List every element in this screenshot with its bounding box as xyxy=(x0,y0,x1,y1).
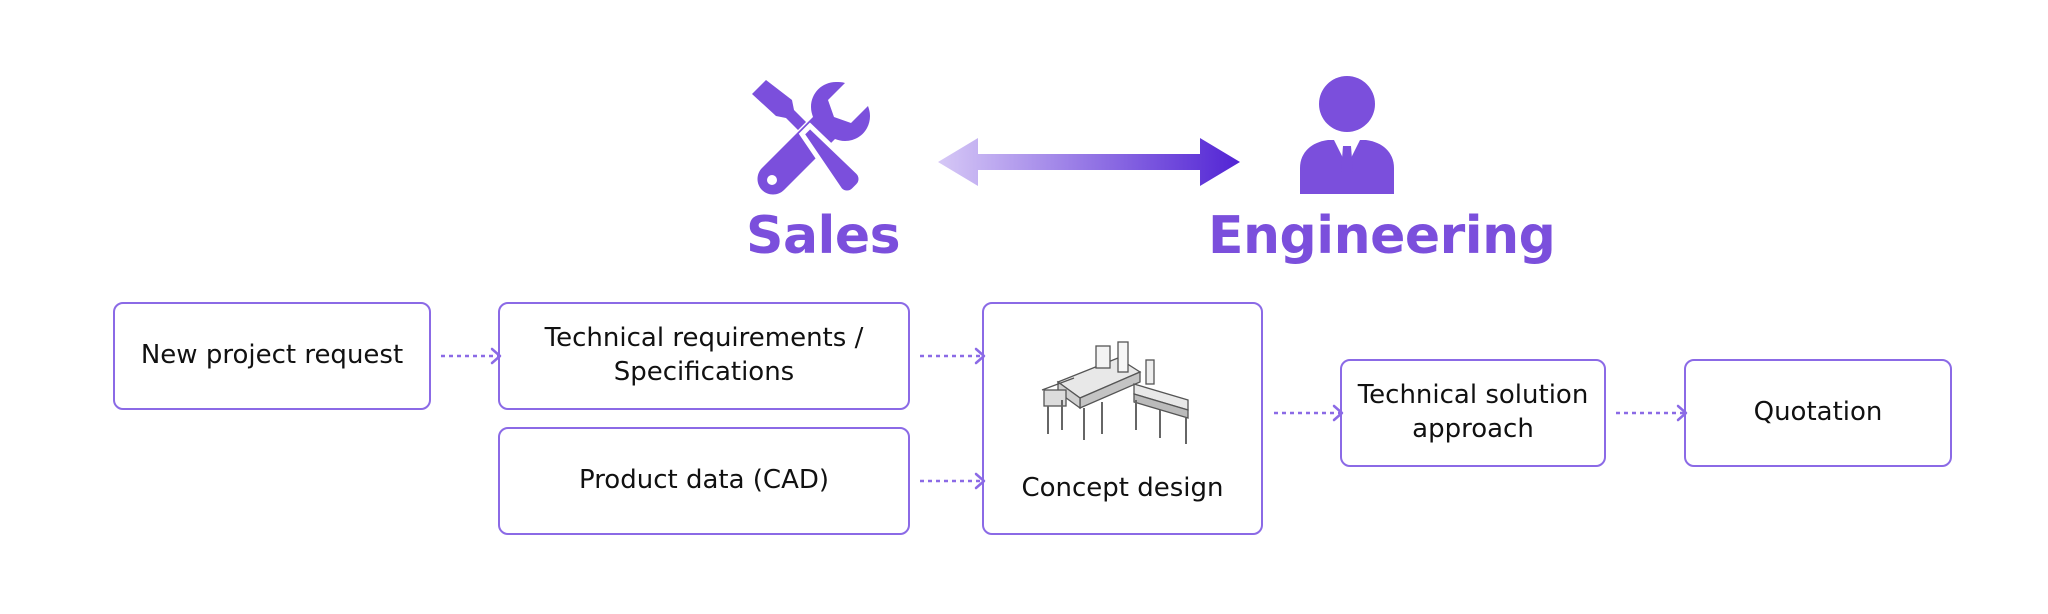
tools-icon xyxy=(752,80,870,196)
product-data-box: Product data (CAD) xyxy=(498,427,910,535)
arrowhead-icon xyxy=(1676,404,1688,422)
engineering-icon-container xyxy=(1294,76,1400,196)
businessman-icon xyxy=(1300,76,1394,194)
technical-requirements-line1: Technical requirements / xyxy=(544,323,864,354)
engineering-label: Engineering xyxy=(1208,206,1556,266)
new-project-request-box: New project request xyxy=(113,302,431,410)
arrowhead-icon xyxy=(974,347,986,365)
concept-design-box: Concept design xyxy=(982,302,1263,535)
arrowhead-icon xyxy=(490,347,502,365)
technical-solution-box: Technical solution approach xyxy=(1340,359,1606,467)
arrowhead-icon xyxy=(974,472,986,490)
conveyor-machine-image xyxy=(1041,341,1189,444)
concept-design-label: Concept design xyxy=(1021,473,1224,503)
product-data-label: Product data (CAD) xyxy=(578,465,830,496)
double-arrow-icon xyxy=(938,138,1240,186)
technical-requirements-box: Technical requirements / Specifications xyxy=(498,302,910,410)
technical-solution-line2: approach xyxy=(1412,414,1534,444)
new-project-request-label: New project request xyxy=(140,340,404,371)
sales-icon-container xyxy=(748,76,872,200)
quotation-label: Quotation xyxy=(1753,397,1883,428)
technical-requirements-line2: Specifications xyxy=(613,357,795,387)
arrowhead-icon xyxy=(1332,404,1344,422)
technical-solution-line1: Technical solution xyxy=(1357,380,1589,411)
sales-label: Sales xyxy=(746,206,901,266)
